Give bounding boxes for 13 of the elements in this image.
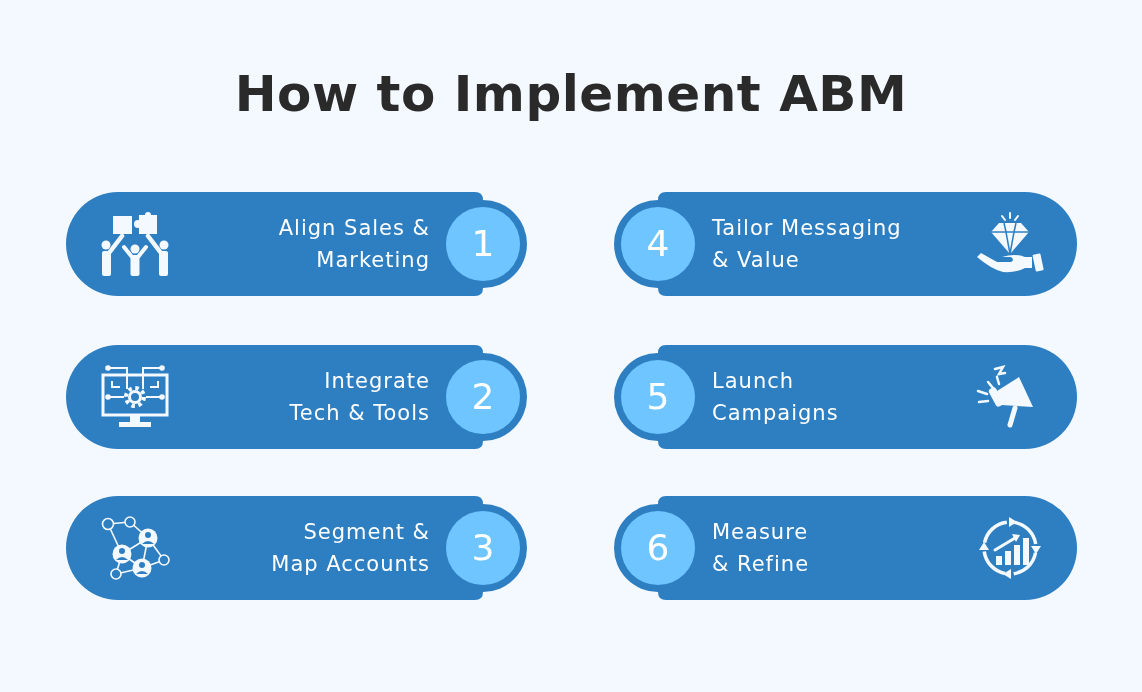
- step-label: Measure & Refine: [712, 520, 810, 576]
- step-card: [614, 192, 1077, 296]
- step-card: [66, 192, 527, 296]
- title: How to Implement ABM: [234, 64, 908, 125]
- step-label: Tailor Messaging & Value: [712, 216, 902, 272]
- step-card: [614, 496, 1077, 600]
- step-label: Align Sales & Marketing: [278, 216, 430, 272]
- step-label: Integrate Tech & Tools: [289, 369, 430, 425]
- step-card: [66, 345, 527, 449]
- step-card: [66, 496, 527, 600]
- step-label: Launch Campaigns: [712, 369, 839, 425]
- step-label: Segment & Map Accounts: [271, 520, 430, 576]
- step-card: [614, 345, 1077, 449]
